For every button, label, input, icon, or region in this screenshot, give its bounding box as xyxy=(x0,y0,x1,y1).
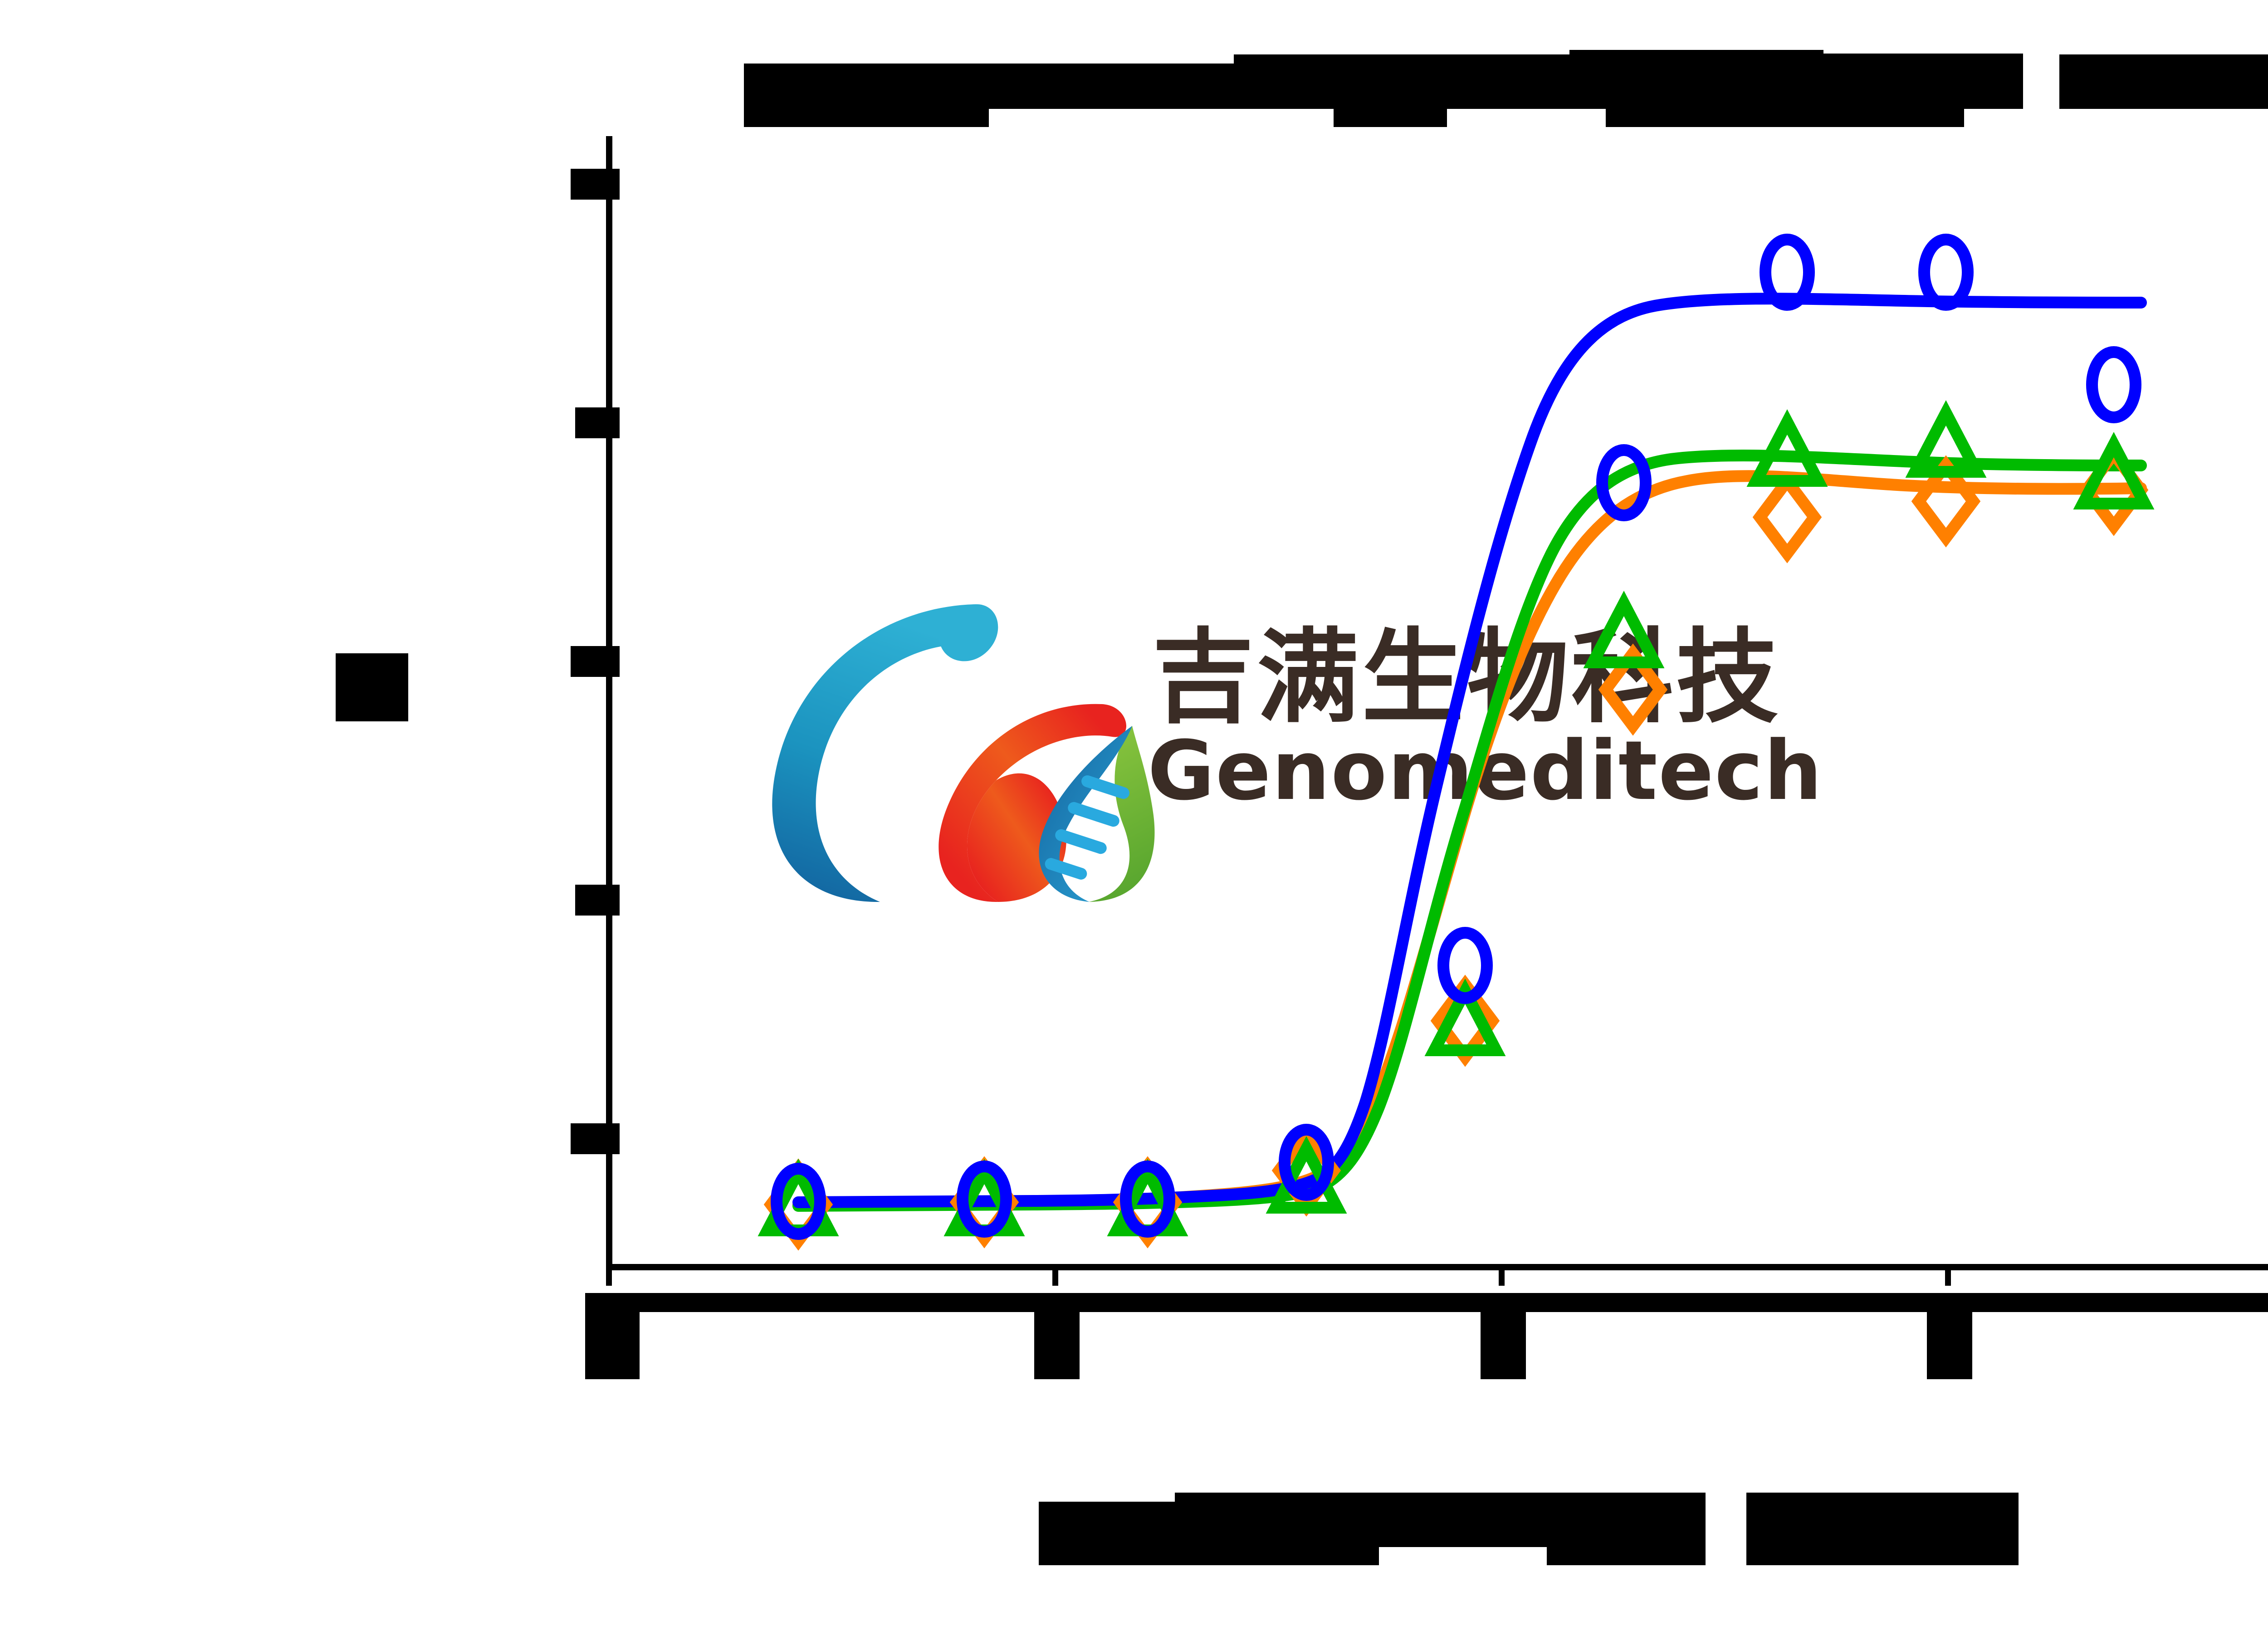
series-line-cp26 xyxy=(792,470,2147,1210)
x-axis-tick xyxy=(1945,1270,1951,1286)
y-axis-tick-label xyxy=(571,1123,620,1154)
title-redaction-block xyxy=(1805,54,2023,109)
x-axis-title-redaction-block xyxy=(1746,1493,2019,1565)
title-redaction-block xyxy=(1334,100,1447,127)
y-axis-tick-label xyxy=(575,885,620,916)
x-axis-title-redaction-block xyxy=(1379,1493,1556,1547)
x-axis-line xyxy=(606,1264,2268,1270)
title-redaction-block xyxy=(744,100,989,127)
x-axis-title-redaction-block xyxy=(1547,1493,1706,1565)
chart-title xyxy=(744,45,2268,127)
x-axis-tick-label-bar xyxy=(585,1293,2268,1312)
y-axis-tick-label xyxy=(571,169,620,200)
series-line-cp16 xyxy=(792,450,2147,1212)
x-axis-title-redaction-block xyxy=(1175,1493,1379,1565)
x-axis-tick xyxy=(1052,1270,1058,1286)
title-redaction-block xyxy=(1606,100,1964,127)
series-markers-cp6 xyxy=(771,234,2141,1240)
x-axis-tick xyxy=(1499,1270,1505,1286)
x-axis-tick xyxy=(606,1270,612,1286)
title-redaction-block xyxy=(1569,50,1823,109)
x-axis-title xyxy=(1039,1493,2019,1565)
y-axis-tick-label xyxy=(571,646,620,677)
title-redaction-block xyxy=(2059,54,2268,109)
y-axis-tick-label xyxy=(575,407,620,438)
y-axis-title xyxy=(336,653,408,721)
